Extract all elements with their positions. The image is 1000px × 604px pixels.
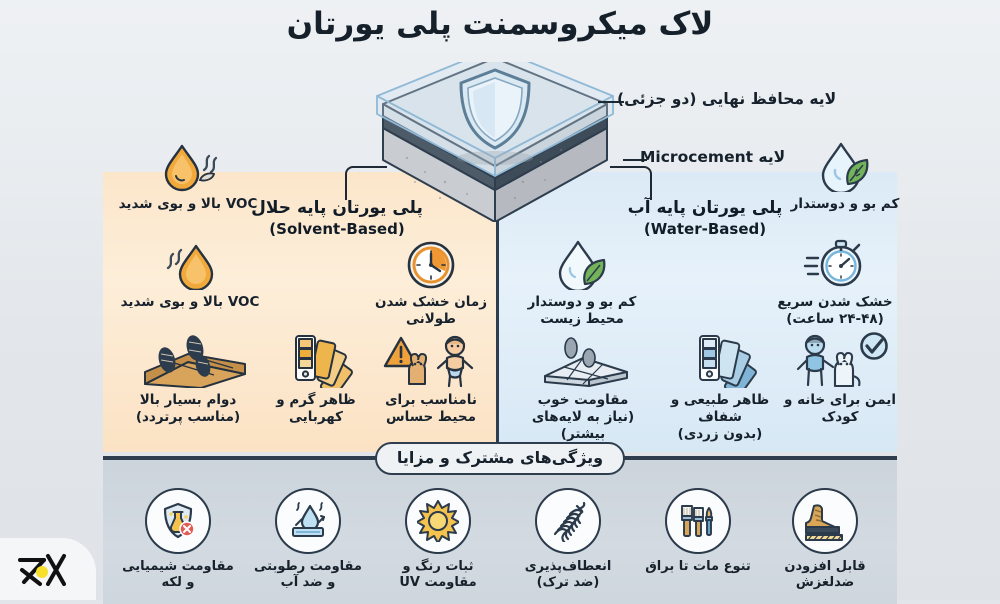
footprints-floor-icon [508,336,658,388]
water-drop-leaf-icon [770,140,920,192]
shared-item-sheen-label: تنوع مات تا براق [645,559,751,574]
solvent-item-voc-1: VOC بالا و بوی شدید [108,140,268,213]
shared-item-chemical-label: مقاومت شیمیایی و لکه [122,559,234,591]
brand-logo-icon [18,554,66,586]
shared-features-title: ویژگی‌های مشترک و مزایا [374,442,626,475]
callout-microcement: لایه Microcement [640,148,786,166]
color-fan-cool-icon [650,335,790,388]
solvent-item-warm-look: ظاهر گرم و کهربایی [256,335,376,426]
solvent-based-heading: پلی یورتان پایه حلال (Solvent-Based) [232,198,442,238]
shared-item-chemical: مقاومت شیمیایی و لکه [118,488,238,592]
clock-icon [368,238,494,290]
solvent-item-voc-1-label: VOC بالا و بوی شدید [118,196,258,212]
sun-uv-icon [405,488,471,554]
color-fan-warm-icon [256,335,376,388]
layer-diagram [345,62,645,222]
solvent-heading-connector [345,166,387,200]
solvent-heading-fa: پلی یورتان پایه حلال [251,198,423,218]
water-item-eco: کم بو و دوستدار محیط زیست [512,238,652,328]
panel-divider [496,172,499,452]
water-item-natural-look-label: ظاهر طبیعی و شفاف (بدون زردی) [670,392,770,442]
page-title: لاک میکروسمنت پلی یورتان [286,6,714,42]
solvent-item-durability-label: دوام بسیار بالا (مناسب پرتردد) [135,392,241,425]
water-item-fast-dry-label: خشک شدن سریع (۲۴-۴۸ ساعت) [777,294,893,327]
shared-item-uv-label: ثبات رنگ و مقاومت UV [399,559,477,591]
shared-item-antislip: قابل افزودن ضدلغزش [765,488,885,592]
child-pet-check-icon [770,332,910,388]
shared-item-moisture: مقاومت رطوبتی و ضد آب [248,488,368,592]
footprints-floor-icon [114,335,262,388]
warning-child-pet-icon [368,335,494,388]
water-heading-fa: پلی یورتان پایه آب [627,198,783,218]
brand-watermark [0,538,96,600]
water-item-low-odor-1: کم بو و دوستدار [770,140,920,213]
water-repellent-icon [275,488,341,554]
shared-item-sheen: تنوع مات تا براق [638,488,758,575]
water-item-eco-label: کم بو و دوستدار محیط زیست [527,294,637,327]
solvent-item-sensitive-warning: نامناسب برای محیط حساس [368,335,494,426]
oil-drop-odor-icon [108,140,268,192]
shared-item-flexibility-label: انعطاف‌پذیری (ضد ترک) [524,559,612,591]
solvent-item-dry-time: زمان خشک شدن طولانی [368,238,494,328]
shield-icon [459,68,531,150]
solvent-item-voc-2-label: VOC بالا و بوی شدید [120,294,260,310]
water-item-natural-look: ظاهر طبیعی و شفاف (بدون زردی) [650,335,790,443]
shared-item-antislip-label: قابل افزودن ضدلغزش [784,559,866,591]
water-heading-connector [610,166,652,200]
shared-item-uv: ثبات رنگ و مقاومت UV [378,488,498,592]
stopwatch-icon [760,238,910,290]
solvent-item-sensitive-warning-label: نامناسب برای محیط حساس [385,392,477,425]
brushes-icon [665,488,731,554]
chemical-shield-icon [145,488,211,554]
water-item-safe-label: ایمن برای خانه و کودک [784,392,896,425]
microcement-leader-line [623,159,647,161]
water-item-resistance-label: مقاومت خوب (نیاز به لایه‌های بیشتر) [531,392,635,442]
shared-features-band: ویژگی‌های مشترک و مزایا مقاومت شیمیایی و… [103,442,897,604]
solvent-item-durability: دوام بسیار بالا (مناسب پرتردد) [114,335,262,426]
boot-antislip-icon [792,488,858,554]
solvent-item-voc-2: VOC بالا و بوی شدید [110,238,270,311]
water-item-safe: ایمن برای خانه و کودک [770,332,910,426]
water-item-resistance: مقاومت خوب (نیاز به لایه‌های بیشتر) [508,336,658,443]
water-heading-en: (Water-Based) [643,220,767,238]
shared-item-flexibility: انعطاف‌پذیری (ضد ترک) [508,488,628,592]
topcoat-leader-line [598,101,624,103]
shared-item-moisture-label: مقاومت رطوبتی و ضد آب [254,559,362,591]
callout-topcoat: لایه محافظ نهایی (دو جزئی) [617,90,837,108]
solvent-item-dry-time-label: زمان خشک شدن طولانی [374,294,487,327]
solvent-based-panel [103,172,497,452]
water-based-heading: پلی یورتان پایه آب (Water-Based) [600,198,810,238]
solvent-heading-en: (Solvent-Based) [269,220,405,238]
spring-flex-icon [535,488,601,554]
oil-drop-odor-icon [110,238,270,290]
water-item-low-odor-1-label: کم بو و دوستدار [790,196,900,212]
water-drop-leaf-icon [512,238,652,290]
solvent-item-warm-look-label: ظاهر گرم و کهربایی [276,392,356,425]
water-item-fast-dry: خشک شدن سریع (۲۴-۴۸ ساعت) [760,238,910,328]
water-based-panel [497,172,897,452]
